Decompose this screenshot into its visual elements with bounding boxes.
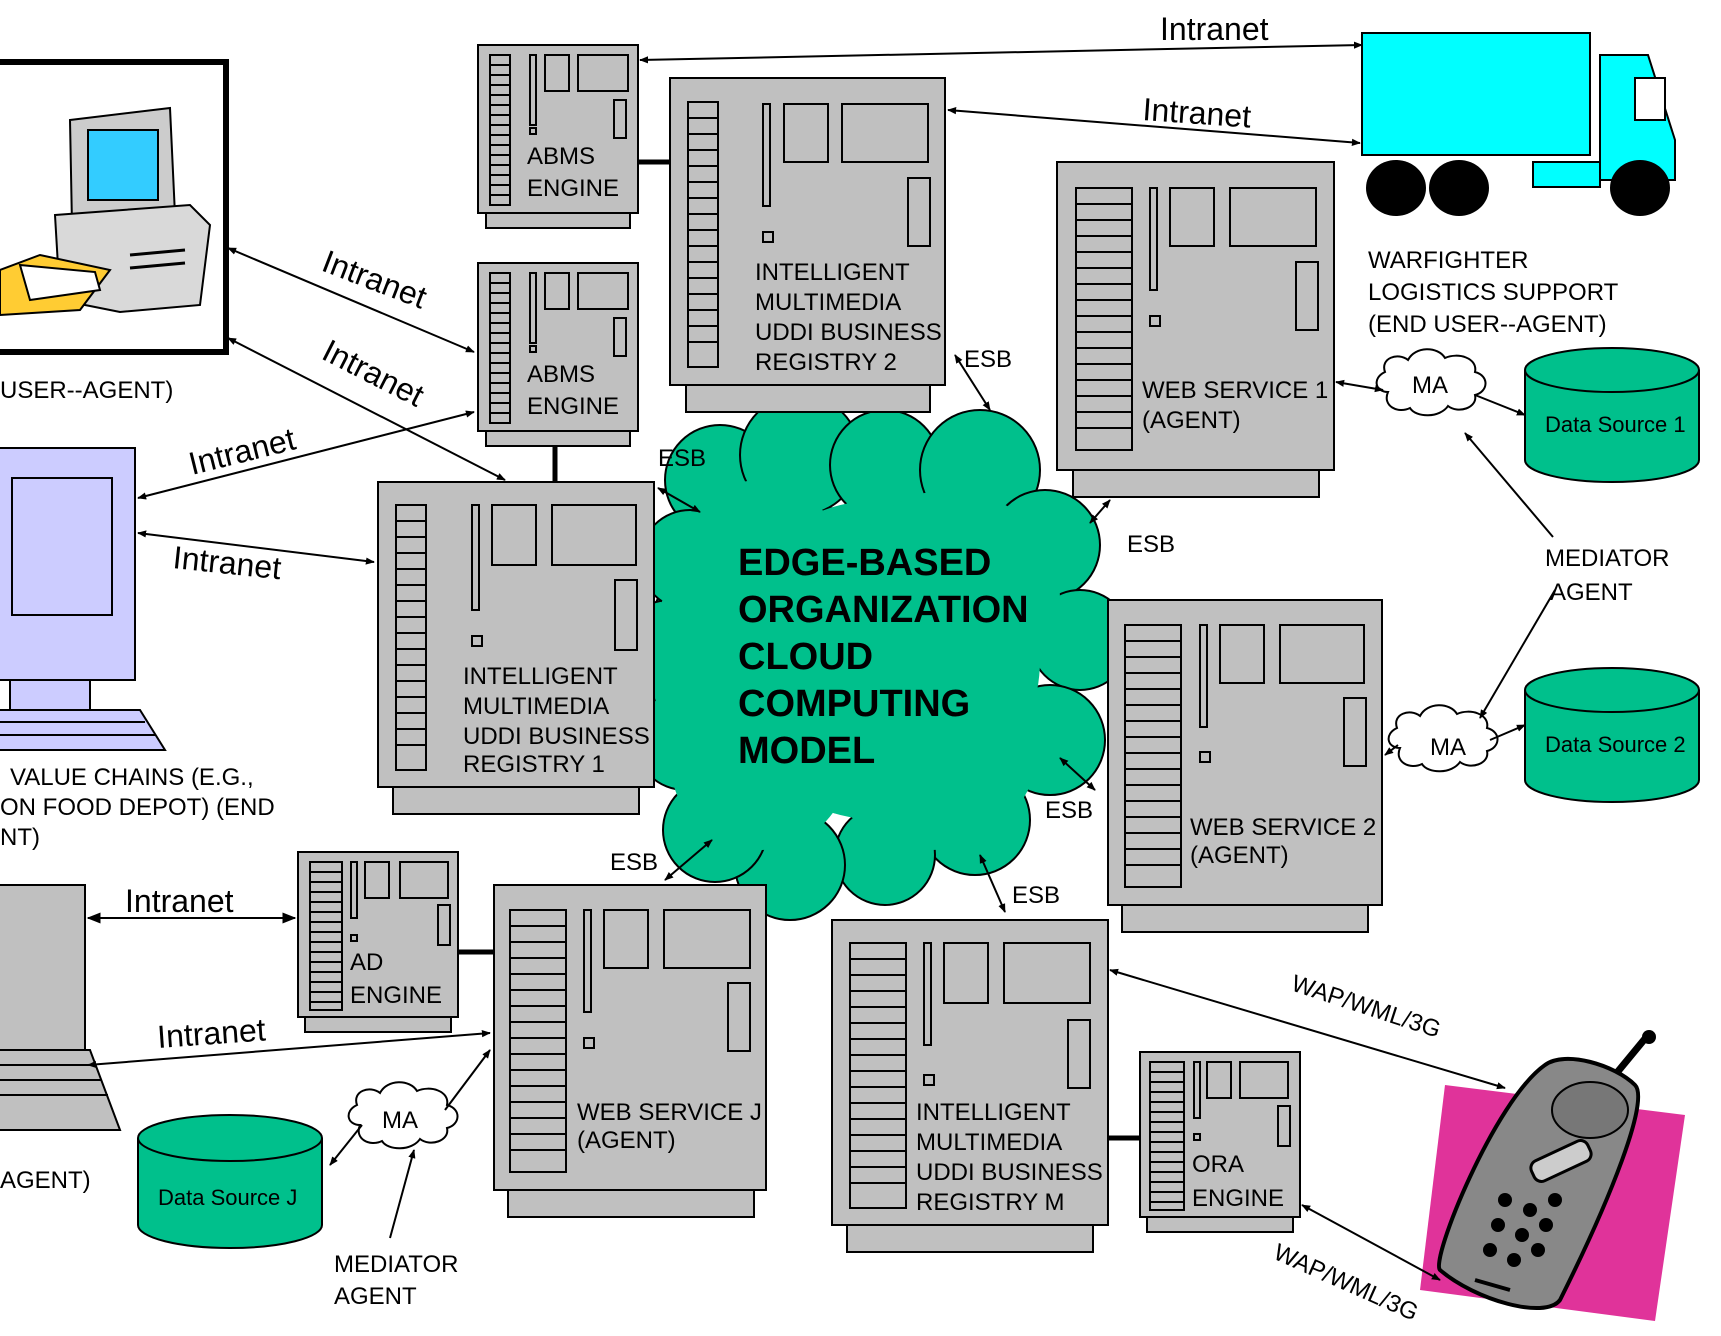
registry-1-line-2: MULTIMEDIA — [463, 693, 609, 720]
registry-1-line-1: INTELLIGENT — [463, 663, 618, 690]
web-service-2: WEB SERVICE 2 (AGENT) — [1107, 599, 1383, 933]
web-service-j: WEB SERVICE J (AGENT) — [493, 884, 767, 1218]
warfighter-line-3: (END USER--AGENT) — [1368, 311, 1607, 338]
intranet-label-truck-bottom: Intranet — [1142, 91, 1253, 134]
mediator-right-line-2: AGENT — [1550, 579, 1633, 606]
web-service-j-line-2: (AGENT) — [577, 1127, 676, 1154]
agent-bottomleft-label: AGENT) — [0, 1167, 91, 1194]
ma-1-label: MA — [1412, 372, 1448, 399]
abms-1-line-2: ENGINE — [527, 175, 619, 202]
mobile-phone-icon — [1420, 1030, 1685, 1321]
cloud-line-3: CLOUD — [738, 636, 873, 678]
registry-m-line-2: MULTIMEDIA — [916, 1129, 1062, 1156]
esb-label-registry-m: ESB — [1012, 882, 1060, 909]
intranet-label-truck-top: Intranet — [1160, 11, 1269, 47]
web-service-2-line-2: (AGENT) — [1190, 842, 1289, 869]
edge-cloud: EDGE-BASED ORGANIZATION CLOUD COMPUTING … — [619, 394, 1131, 921]
mediator-right-line-1: MEDIATOR — [1545, 545, 1669, 572]
cloud-line-1: EDGE-BASED — [738, 542, 991, 584]
registry-m-line-3: UDDI BUSINESS — [916, 1159, 1103, 1186]
esb-label-registry-1: ESB — [658, 445, 706, 472]
warfighter-line-1: WARFIGHTER — [1368, 247, 1528, 274]
esb-label-web-service-1: ESB — [1127, 531, 1175, 558]
web-service-1-line-2: (AGENT) — [1142, 407, 1241, 434]
registry-m-line-1: INTELLIGENT — [916, 1099, 1071, 1126]
intranet-label-laptop-1: Intranet — [125, 883, 234, 919]
ma-j-label: MA — [382, 1107, 418, 1134]
laptop-icon — [0, 884, 122, 1131]
ora-engine-line-2: ENGINE — [1192, 1185, 1284, 1212]
ma-cloud-2: MA — [1387, 704, 1499, 773]
data-source-j-label: Data Source J — [158, 1185, 297, 1210]
data-source-1: Data Source 1 — [1524, 347, 1700, 483]
esb-label-registry-2: ESB — [964, 346, 1012, 373]
abms-2-line-2: ENGINE — [527, 393, 619, 420]
data-source-1-label: Data Source 1 — [1545, 412, 1686, 437]
wap-label-bottom: WAP/WML/3G — [1270, 1239, 1423, 1327]
mediator-bottom-line-1: MEDIATOR — [334, 1251, 458, 1278]
user-agent-topleft-label: USER--AGENT) — [0, 377, 173, 404]
esb-label-web-service-2: ESB — [1045, 797, 1093, 824]
registry-1: INTELLIGENT MULTIMEDIA UDDI BUSINESS REG… — [377, 481, 655, 815]
terminal-icon — [0, 447, 167, 751]
ma-cloud-1: MA — [1375, 348, 1487, 417]
mediator-arrows — [329, 379, 1556, 1239]
intranet-arrows — [86, 41, 1363, 1068]
wap-arrows — [1109, 968, 1506, 1281]
cloud-line-5: MODEL — [738, 730, 875, 772]
web-service-j-line-1: WEB SERVICE J — [577, 1099, 762, 1126]
truck-icon — [1361, 32, 1676, 216]
warfighter-line-2: LOGISTICS SUPPORT — [1368, 279, 1619, 306]
web-service-1-line-1: WEB SERVICE 1 — [1142, 377, 1328, 404]
desktop-computer-icon — [0, 59, 229, 355]
intranet-label-laptop-2: Intranet — [156, 1011, 267, 1054]
registry-m: INTELLIGENT MULTIMEDIA UDDI BUSINESS REG… — [831, 919, 1109, 1253]
registry-2-line-3: UDDI BUSINESS — [755, 319, 942, 346]
intranet-label-desktop-2: Intranet — [317, 332, 430, 413]
mediator-bottom-line-2: AGENT — [334, 1283, 417, 1310]
cloud-line-2: ORGANIZATION — [738, 589, 1029, 631]
value-chains-line-3: NT) — [0, 824, 40, 851]
abms-engine-2: ABMS ENGINE — [477, 262, 639, 447]
intranet-label-terminal-2: Intranet — [171, 539, 283, 586]
ora-engine: ORA ENGINE — [1139, 1051, 1301, 1233]
registry-2: INTELLIGENT MULTIMEDIA UDDI BUSINESS REG… — [669, 77, 946, 413]
wap-label-top: WAP/WML/3G — [1288, 970, 1444, 1044]
cloud-shape — [619, 394, 1131, 921]
web-service-1: WEB SERVICE 1 (AGENT) — [1056, 161, 1335, 498]
data-source-2-label: Data Source 2 — [1545, 732, 1686, 757]
ora-engine-line-1: ORA — [1192, 1151, 1244, 1178]
registry-2-line-2: MULTIMEDIA — [755, 289, 901, 316]
registry-1-line-3: UDDI BUSINESS — [463, 723, 650, 750]
value-chains-line-1: VALUE CHAINS (E.G., — [10, 764, 254, 791]
entity-labels: WARFIGHTER LOGISTICS SUPPORT (END USER--… — [0, 247, 1669, 1310]
ma-cloud-j: MA — [347, 1081, 459, 1150]
esb-label-web-service-j: ESB — [610, 849, 658, 876]
value-chains-line-2: ON FOOD DEPOT) (END — [0, 794, 275, 821]
esb-arrows — [657, 354, 1111, 913]
ad-engine-line-1: AD — [350, 949, 383, 976]
data-source-2: Data Source 2 — [1524, 667, 1700, 803]
ad-engine: AD ENGINE — [297, 851, 459, 1033]
registry-m-line-4: REGISTRY M — [916, 1189, 1064, 1216]
intranet-label-desktop-1: Intranet — [317, 243, 431, 316]
intranet-label-terminal-1: Intranet — [185, 421, 299, 482]
registry-1-line-4: REGISTRY 1 — [463, 751, 605, 778]
abms-engine-1: ABMS ENGINE — [477, 44, 639, 229]
ad-engine-line-2: ENGINE — [350, 982, 442, 1009]
ma-2-label: MA — [1430, 734, 1466, 761]
abms-2-line-1: ABMS — [527, 361, 595, 388]
abms-1-line-1: ABMS — [527, 143, 595, 170]
web-service-2-line-1: WEB SERVICE 2 — [1190, 814, 1376, 841]
registry-2-line-1: INTELLIGENT — [755, 259, 910, 286]
data-source-j: Data Source J — [137, 1114, 323, 1249]
cloud-line-4: COMPUTING — [738, 683, 970, 725]
registry-2-line-4: REGISTRY 2 — [755, 349, 897, 376]
